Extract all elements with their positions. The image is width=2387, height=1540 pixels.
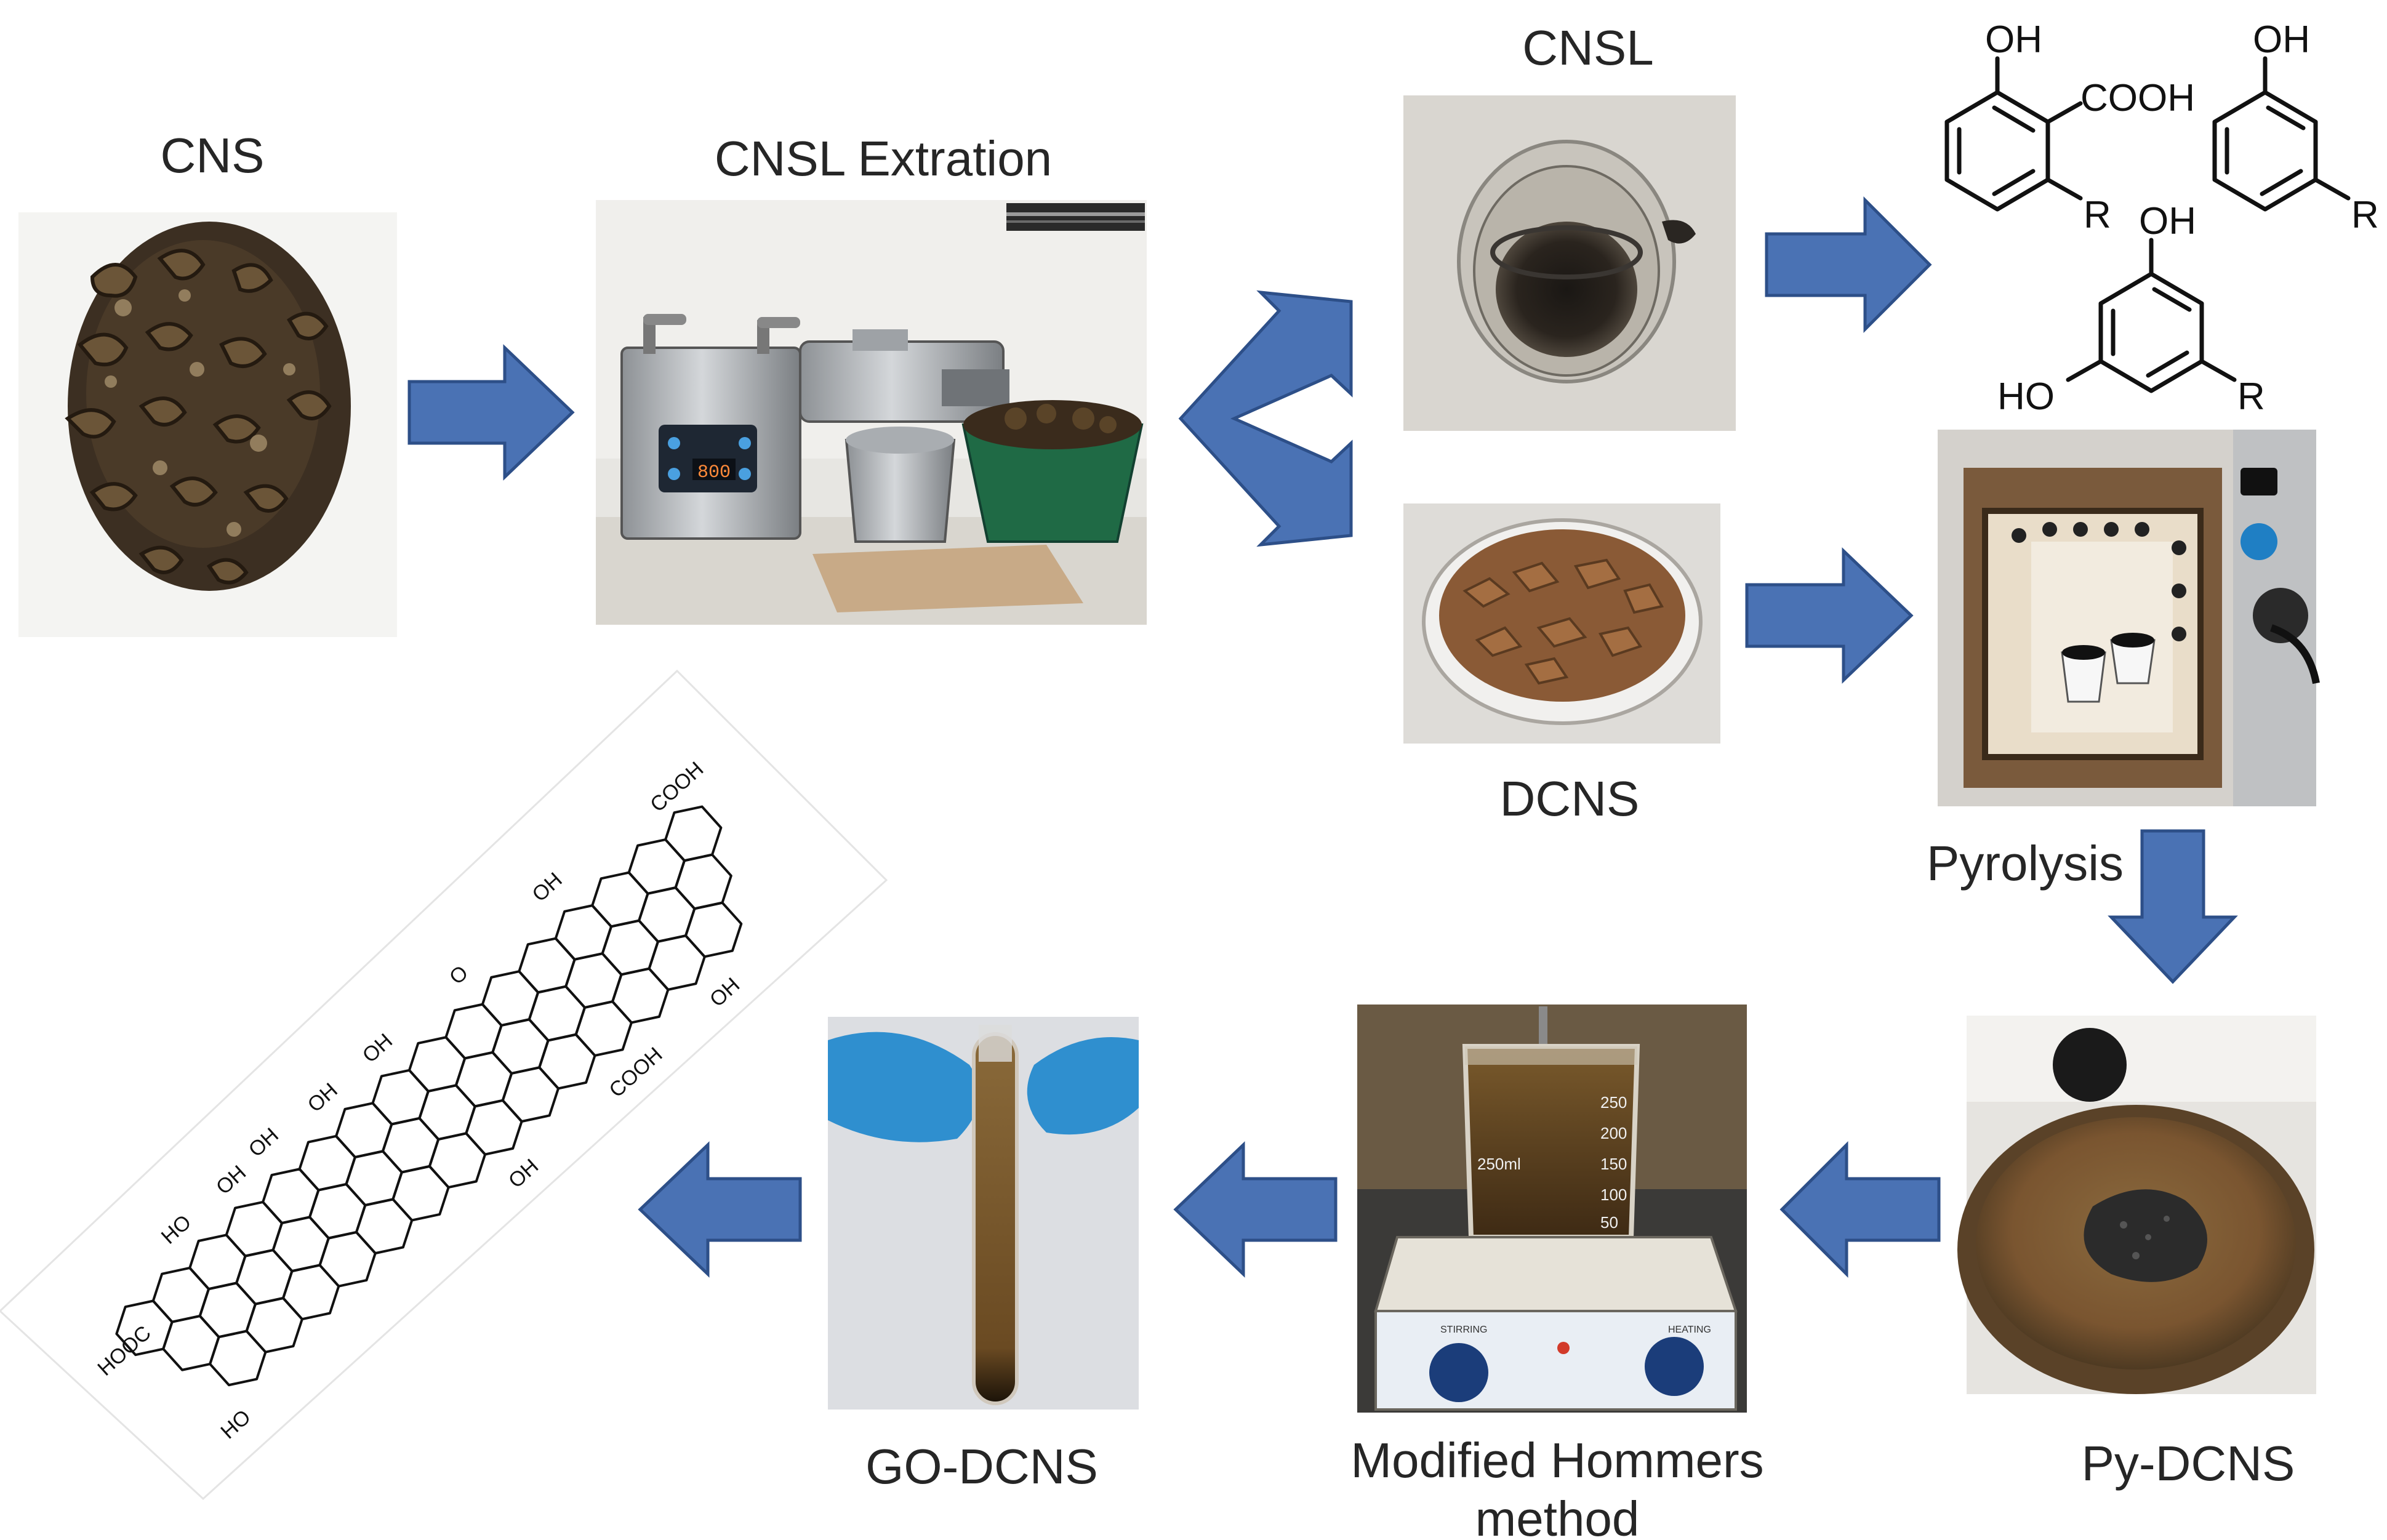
- photo-extraction-machine: 800: [596, 200, 1147, 625]
- label-go-dcns: GO-DCNS: [865, 1439, 1098, 1494]
- svg-text:150: 150: [1600, 1155, 1627, 1173]
- svg-text:250: 250: [1600, 1093, 1627, 1112]
- graphene-oxide-structure: HOOC HO HO OH OH OH OH O OH COOH OH COOH…: [0, 669, 888, 1501]
- svg-text:50: 50: [1600, 1213, 1618, 1232]
- shell-pieces: [65, 249, 332, 585]
- photo-cnsl-beaker: [1403, 95, 1736, 431]
- svg-text:200: 200: [1600, 1124, 1627, 1142]
- svg-text:250ml: 250ml: [1477, 1155, 1521, 1173]
- svg-text:R: R: [2084, 194, 2111, 236]
- photo-go-dcns-tube: [828, 1017, 1139, 1410]
- photo-overlay-strip: [1006, 203, 1145, 231]
- svg-text:COOH: COOH: [2080, 77, 2195, 119]
- svg-text:R: R: [2351, 194, 2379, 236]
- arrow-py-to-hommers: [1779, 1141, 1941, 1278]
- svg-text:STIRRING: STIRRING: [1440, 1325, 1487, 1335]
- structure-cardanol: OH R: [2212, 18, 2379, 236]
- svg-text:OH: OH: [1985, 18, 2042, 61]
- beaker-marks: 250 200 150 100 50 250ml: [1477, 1093, 1627, 1232]
- label-cnsl-extraction: CNSL Extration: [715, 131, 1052, 186]
- label-modified-hommers-line2: method: [1475, 1491, 1640, 1540]
- photo-dcns-dish: [1403, 503, 1720, 744]
- photo-py-dcns-sieve: [1957, 1016, 2316, 1394]
- arrow-hommers-to-go: [1173, 1141, 1338, 1278]
- svg-text:OH: OH: [2253, 18, 2310, 61]
- label-dcns: DCNS: [1500, 771, 1640, 826]
- label-cns: CNS: [161, 128, 265, 183]
- label-pyrolysis: Pyrolysis: [1927, 836, 2124, 891]
- label-cnsl: CNSL: [1522, 20, 1653, 75]
- photo-cns: [18, 212, 397, 637]
- structure-cardol: OH HO R: [1997, 200, 2265, 418]
- svg-text:100: 100: [1600, 1185, 1627, 1204]
- arrow-go-to-structure: [638, 1141, 802, 1278]
- label-py-dcns: Py-DCNS: [2082, 1436, 2295, 1491]
- photo-hommers-hotplate: 250 200 150 100 50 250ml STIRRING HEATIN…: [1357, 1005, 1747, 1413]
- machine-display: 800: [697, 462, 731, 483]
- double-arrow-split: [1178, 290, 1353, 547]
- arrow-cnsl-to-structures: [1765, 196, 1932, 334]
- structure-anacardic-acid: OH COOH R: [1944, 18, 2195, 236]
- svg-text:HO: HO: [1997, 375, 2055, 418]
- svg-text:R: R: [2237, 375, 2265, 418]
- arrow-pyrolysis-down: [2108, 829, 2238, 984]
- arrow-cns-to-extraction: [407, 344, 575, 481]
- arrow-dcns-to-furnace: [1745, 547, 1914, 684]
- svg-text:HEATING: HEATING: [1668, 1325, 1711, 1335]
- svg-text:OH: OH: [2139, 200, 2196, 243]
- label-modified-hommers-line1: Modified Hommers: [1350, 1433, 1763, 1488]
- photo-furnace: [1938, 430, 2320, 806]
